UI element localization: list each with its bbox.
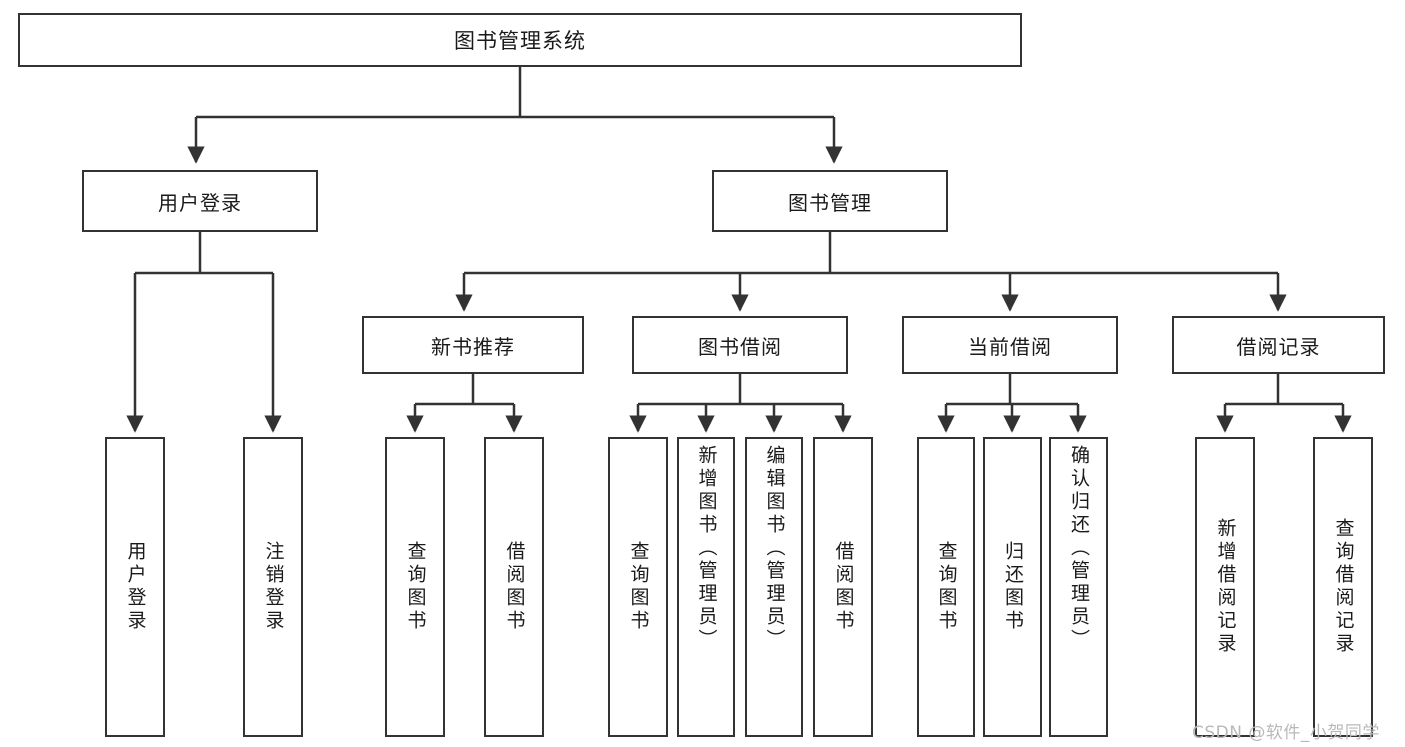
node-book-manage-label: 图书管理 [788, 190, 872, 215]
node-new-book-recommend[interactable]: 新书推荐 [362, 316, 584, 374]
csdn-watermark: CSDN @软件_小贺同学 [1192, 723, 1380, 743]
node-leaf-add-book-label: 新增图书（管理员） [695, 445, 718, 652]
node-leaf-edit-book[interactable]: 编辑图书（管理员） [745, 437, 803, 737]
node-leaf-logout-login[interactable]: 注销登录 [243, 437, 303, 737]
node-leaf-query-book-2-label: 查询图书 [627, 541, 650, 633]
node-leaf-query-book-3-label: 查询图书 [935, 541, 958, 633]
node-leaf-query-borrow-record-label: 查询借阅记录 [1332, 518, 1355, 656]
node-leaf-confirm-return[interactable]: 确认归还（管理员） [1049, 437, 1108, 737]
node-leaf-add-borrow-record[interactable]: 新增借阅记录 [1195, 437, 1255, 737]
node-leaf-logout-login-label: 注销登录 [262, 541, 285, 633]
node-leaf-add-book[interactable]: 新增图书（管理员） [677, 437, 735, 737]
node-leaf-return-book[interactable]: 归还图书 [983, 437, 1042, 737]
node-root[interactable]: 图书管理系统 [18, 13, 1022, 67]
node-new-book-recommend-label: 新书推荐 [431, 334, 515, 359]
node-leaf-borrow-book-1-label: 借阅图书 [503, 541, 526, 633]
node-borrow-record[interactable]: 借阅记录 [1172, 316, 1385, 374]
node-leaf-edit-book-label: 编辑图书（管理员） [763, 445, 786, 652]
node-leaf-borrow-book-1[interactable]: 借阅图书 [484, 437, 544, 737]
node-leaf-query-book-3[interactable]: 查询图书 [917, 437, 975, 737]
node-leaf-query-borrow-record[interactable]: 查询借阅记录 [1313, 437, 1373, 737]
node-leaf-add-borrow-record-label: 新增借阅记录 [1214, 518, 1237, 656]
node-borrow-record-label: 借阅记录 [1236, 334, 1321, 359]
node-leaf-query-book-1-label: 查询图书 [404, 541, 427, 633]
node-book-borrow-label: 图书借阅 [698, 334, 782, 359]
node-leaf-user-login-label: 用户登录 [124, 541, 147, 633]
node-leaf-query-book-2[interactable]: 查询图书 [608, 437, 668, 737]
node-user-login-label: 用户登录 [158, 190, 242, 215]
node-leaf-borrow-book-2-label: 借阅图书 [832, 541, 855, 633]
node-leaf-user-login[interactable]: 用户登录 [105, 437, 165, 737]
node-root-label: 图书管理系统 [454, 29, 586, 53]
node-leaf-borrow-book-2[interactable]: 借阅图书 [813, 437, 873, 737]
node-leaf-return-book-label: 归还图书 [1002, 541, 1024, 633]
node-current-borrow-label: 当前借阅 [968, 334, 1052, 359]
node-book-borrow[interactable]: 图书借阅 [632, 316, 848, 374]
node-leaf-confirm-return-label: 确认归还（管理员） [1068, 445, 1090, 652]
node-user-login[interactable]: 用户登录 [82, 170, 318, 232]
node-current-borrow[interactable]: 当前借阅 [902, 316, 1118, 374]
node-book-manage[interactable]: 图书管理 [712, 170, 948, 232]
node-leaf-query-book-1[interactable]: 查询图书 [385, 437, 445, 737]
